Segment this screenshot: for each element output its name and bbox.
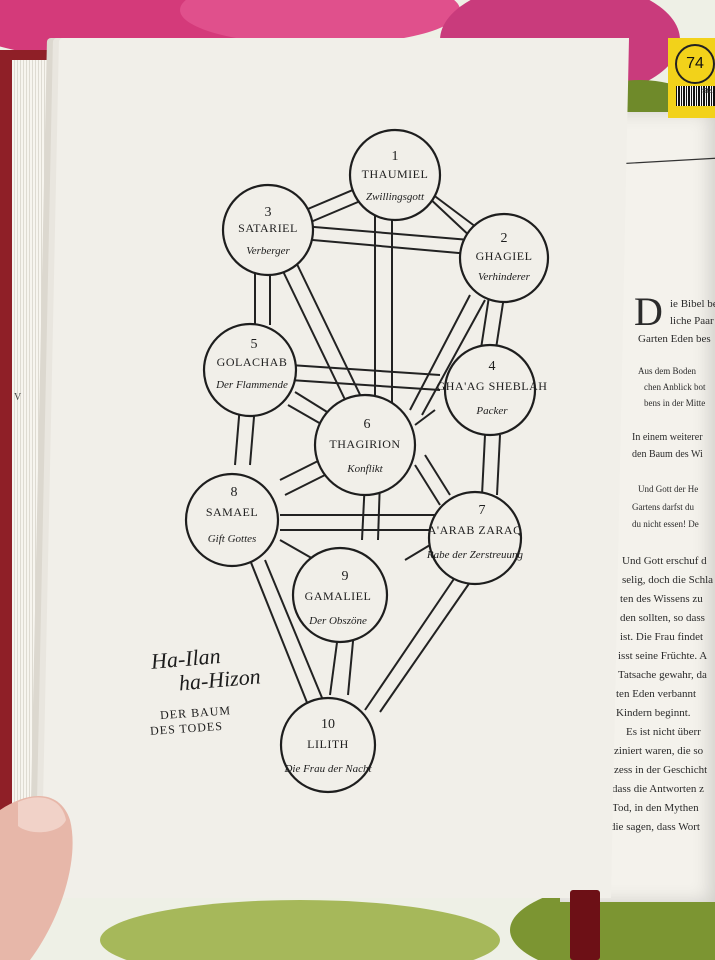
svg-text:SATARIEL: SATARIEL — [238, 221, 298, 235]
sticker-number: 74 — [675, 44, 715, 84]
svg-text:Konflikt: Konflikt — [346, 463, 383, 475]
node-1: 1 THAUMIEL Zwillingsgott — [348, 128, 442, 222]
right-page-rule — [614, 157, 715, 165]
text-line: die sagen, dass Wort — [610, 821, 700, 833]
text-line: zess in der Geschicht — [614, 764, 708, 776]
svg-text:8: 8 — [231, 485, 238, 500]
node-5: 5 GOLACHAB Der Flammende — [202, 322, 298, 418]
dropcap: D — [634, 289, 663, 334]
text-line: den sollten, so dass — [620, 612, 705, 624]
text-line: Gartens darfst du — [632, 502, 694, 512]
svg-text:9: 9 — [342, 569, 349, 584]
text-line: Kindern beginnt. — [616, 707, 691, 719]
node-3: 3 SATARIEL Verberger — [221, 183, 315, 277]
text-line: Tod, in den Mythen — [612, 802, 699, 814]
svg-text:4: 4 — [489, 359, 496, 374]
svg-text:GAMALIEL: GAMALIEL — [305, 589, 372, 603]
svg-text:1: 1 — [392, 149, 399, 164]
text-line: Und Gott erschuf d — [622, 555, 707, 567]
svg-text:2: 2 — [501, 231, 508, 246]
node-2: 2 GHAGIEL Verhinderer — [458, 212, 550, 304]
svg-text:7: 7 — [479, 503, 486, 518]
svg-text:Verhinderer: Verhinderer — [478, 271, 531, 283]
svg-text:THAGIRION: THAGIRION — [329, 437, 400, 451]
svg-text:5: 5 — [251, 337, 258, 352]
svg-text:SAMAEL: SAMAEL — [206, 505, 258, 519]
node-8: 8 SAMAEL Gift Gottes — [184, 472, 280, 568]
diagram-caption: Ha-Ilan ha-Hizon DER BAUM DES TODES — [150, 643, 290, 738]
svg-text:Der Obszöne: Der Obszöne — [308, 615, 367, 627]
bookmark-ribbon — [570, 890, 600, 960]
tree-nodes: 1 THAUMIEL Zwillingsgott 3 SATARIEL Verb… — [184, 128, 550, 794]
text-line: du nicht essen! De — [632, 519, 699, 529]
node-7: 7 A'ARAB ZARAQ Rabe der Zerstreuung — [426, 490, 524, 586]
svg-text:A'ARAB ZARAQ: A'ARAB ZARAQ — [428, 523, 523, 537]
svg-text:THAUMIEL: THAUMIEL — [362, 167, 429, 181]
text-line: Es ist nicht überr — [626, 726, 701, 738]
svg-text:Packer: Packer — [475, 405, 508, 417]
text-line: dass die Antworten z — [612, 783, 704, 795]
node-10: 10 LILITH Die Frau der Nacht — [279, 696, 377, 794]
node-6: 6 THAGIRION Konflikt — [313, 393, 417, 497]
text-line: isst seine Früchte. A — [618, 650, 708, 662]
svg-text:Rabe der Zerstreuung: Rabe der Zerstreuung — [426, 549, 524, 561]
margin-letter: V — [14, 392, 22, 403]
thumb — [0, 796, 73, 960]
text-line: liche Paar — [670, 315, 714, 327]
svg-text:Der Flammende: Der Flammende — [215, 379, 288, 391]
svg-text:LILITH: LILITH — [307, 737, 349, 751]
svg-text:Die Frau der Nacht: Die Frau der Nacht — [283, 763, 372, 775]
text-line: Garten Eden bes — [638, 333, 711, 345]
svg-text:6: 6 — [364, 417, 371, 432]
tree-paths — [234, 169, 506, 713]
text-line: ten Eden verbannt — [616, 688, 697, 700]
text-line: den Baum des Wi — [632, 449, 703, 460]
svg-text:Gift Gottes: Gift Gottes — [208, 533, 257, 545]
node-4: 4 GHA'AG SHEBLAH Packer — [437, 343, 548, 437]
node-9: 9 GAMALIEL Der Obszöne — [291, 546, 389, 644]
text-line: bens in der Mitte — [644, 398, 706, 408]
text-line: selig, doch die Schla — [622, 574, 714, 586]
svg-text:GHAGIEL: GHAGIEL — [476, 249, 533, 263]
svg-text:GOLACHAB: GOLACHAB — [217, 355, 288, 369]
text-line: Und Gott der He — [638, 484, 699, 494]
svg-text:10: 10 — [321, 717, 335, 732]
svg-text:3: 3 — [265, 205, 272, 220]
barcode — [676, 86, 715, 106]
text-line: Aus dem Boden — [638, 366, 696, 376]
text-line: In einem weiterer — [632, 432, 703, 443]
text-line: ie Bibel be — [670, 298, 715, 310]
text-line: ten des Wissens zu — [620, 593, 703, 605]
text-line: ist. Die Frau findet — [620, 631, 704, 643]
text-line: ziniert waren, die so — [614, 745, 704, 757]
svg-text:GHA'AG SHEBLAH: GHA'AG SHEBLAH — [437, 379, 548, 393]
text-line: chen Anblick bot — [644, 382, 706, 392]
tree-of-death-diagram: 1 THAUMIEL Zwillingsgott 3 SATARIEL Verb… — [184, 128, 550, 794]
svg-text:Verberger: Verberger — [246, 245, 290, 257]
svg-text:Zwillingsgott: Zwillingsgott — [366, 191, 425, 203]
sticker-label: Sta — [702, 88, 713, 95]
text-line: Tatsache gewahr, da — [618, 669, 707, 681]
